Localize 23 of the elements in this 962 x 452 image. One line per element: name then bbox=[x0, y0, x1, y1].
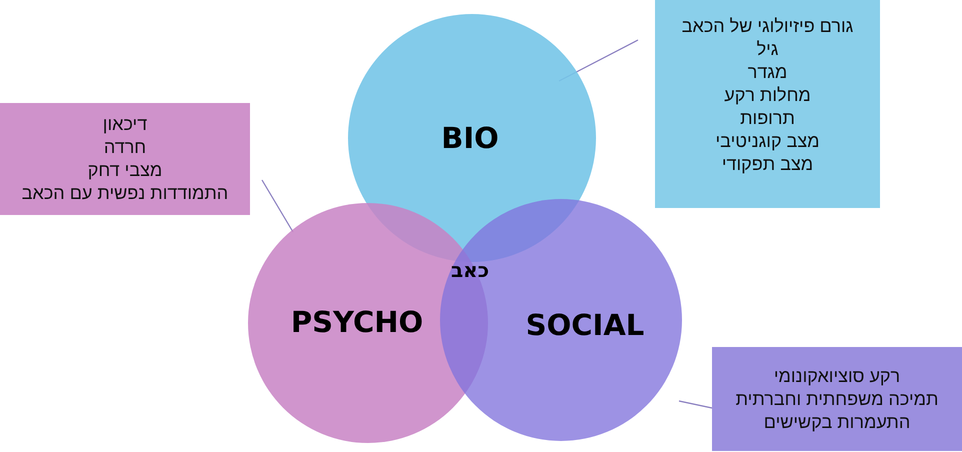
overlap-label: כאב bbox=[450, 258, 490, 282]
list-item: מצב תפקודי bbox=[722, 152, 814, 176]
list-item: גורם פיזיולוגי של הכאב bbox=[682, 14, 854, 38]
list-item: דיכאון bbox=[102, 113, 148, 136]
list-item: מגדר bbox=[748, 60, 788, 84]
circle-title: PSYCHO bbox=[290, 305, 424, 339]
text-box bbox=[0, 103, 250, 215]
list-item: התמודדות נפשית עם הכאב bbox=[22, 182, 228, 205]
list-item: התעמרות בקשישים bbox=[764, 410, 910, 434]
list-item: מחלות רקע bbox=[724, 84, 811, 106]
leader-line bbox=[678, 400, 712, 409]
leader-line bbox=[261, 180, 294, 232]
text-box bbox=[712, 347, 962, 451]
list-item: רקע סוציואקונומי bbox=[774, 364, 900, 388]
list-item: חרדה bbox=[104, 136, 146, 159]
text-box bbox=[655, 0, 880, 208]
list-item: תמיכה משפחתית וחברתית bbox=[736, 388, 938, 410]
list-item: מצב קוגניטיבי bbox=[715, 130, 820, 152]
circle-title: BIO bbox=[441, 121, 499, 155]
list-item: גיל bbox=[756, 38, 778, 60]
list-item: מצבי דחק bbox=[88, 159, 162, 182]
list-item: תרופות bbox=[740, 106, 795, 130]
circle-title: SOCIAL bbox=[526, 308, 644, 342]
